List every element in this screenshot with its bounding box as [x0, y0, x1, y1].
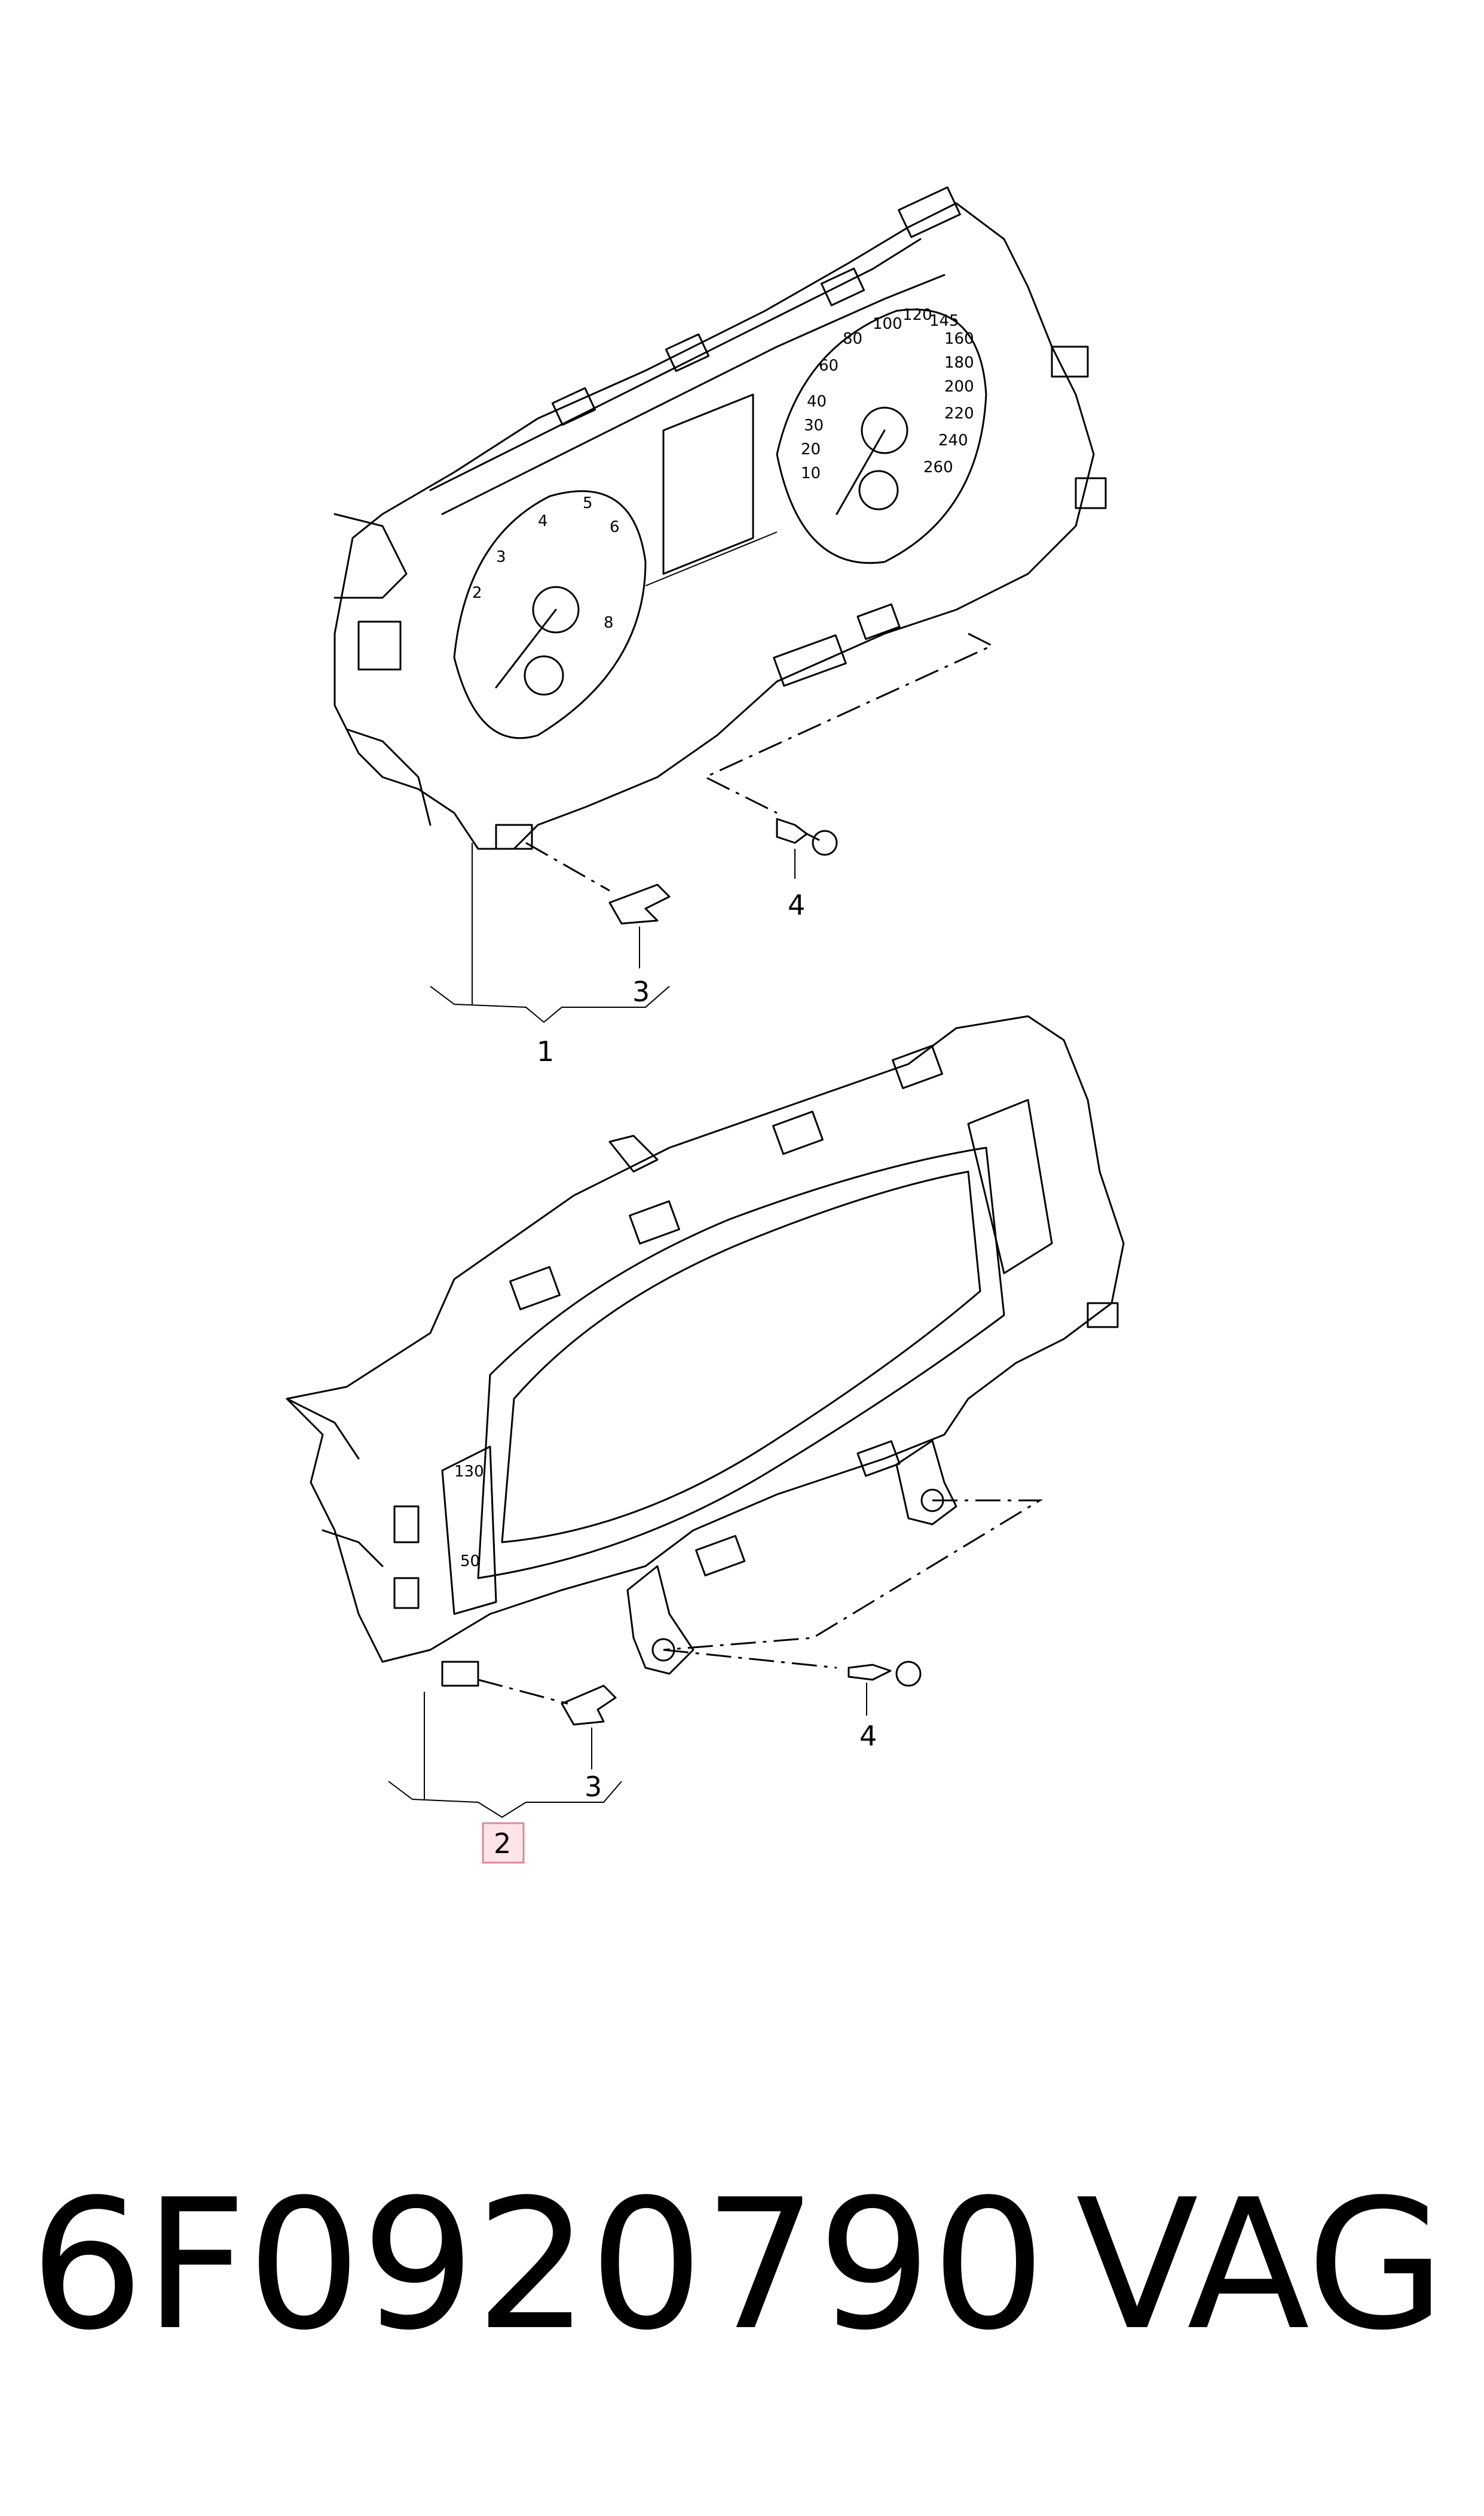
- callout-4-bottom: 4: [859, 1720, 877, 1752]
- screw-4-top: [776, 818, 838, 856]
- analog-instrument-cluster: 2 3 4 5 6 8 10 20 30 40 60 80 100 120 14…: [333, 186, 1107, 850]
- brand-label: VAG: [1076, 2161, 1446, 2370]
- speed-label: 260: [923, 458, 953, 476]
- callout-3-bottom: 3: [585, 1771, 602, 1803]
- callout-3-top: 3: [632, 976, 650, 1008]
- callout-2[interactable]: 2: [494, 1827, 511, 1860]
- speed-label: 120: [902, 306, 932, 324]
- part-number: 6F0920790: [30, 2161, 1046, 2370]
- speed-label: 240: [938, 432, 968, 450]
- speed-label: 160: [944, 330, 974, 348]
- speed-label: 180: [944, 354, 974, 372]
- screw-4-bottom: [847, 1661, 922, 1687]
- rpm-label: 4: [538, 512, 548, 530]
- callout-1: 1: [537, 1035, 554, 1068]
- digital-instrument-cluster: 130 50: [286, 1015, 1125, 1687]
- speed-label: 40: [807, 393, 827, 411]
- speed-label: 20: [801, 441, 821, 458]
- rpm-label: 5: [583, 494, 593, 512]
- callout-4-top: 4: [788, 889, 805, 921]
- digital-bottom-value: 50: [460, 1552, 480, 1570]
- rpm-label: 6: [610, 518, 620, 536]
- rpm-label: 2: [472, 584, 482, 602]
- speed-label: 60: [819, 357, 839, 375]
- speed-label: 30: [804, 417, 824, 435]
- clip-3-bottom: [561, 1685, 617, 1726]
- callout-2-highlight: [482, 1822, 525, 1864]
- speed-label: 145: [929, 312, 959, 330]
- rpm-label: 8: [604, 614, 614, 632]
- speed-label: 10: [801, 464, 821, 482]
- speed-label: 200: [944, 378, 974, 396]
- speed-label: 220: [944, 405, 974, 423]
- digital-top-value: 130: [454, 1463, 484, 1481]
- clip-3-top: [608, 883, 671, 925]
- speed-label: 100: [873, 315, 902, 333]
- rpm-label: 3: [496, 548, 506, 566]
- speed-label: 80: [843, 330, 862, 348]
